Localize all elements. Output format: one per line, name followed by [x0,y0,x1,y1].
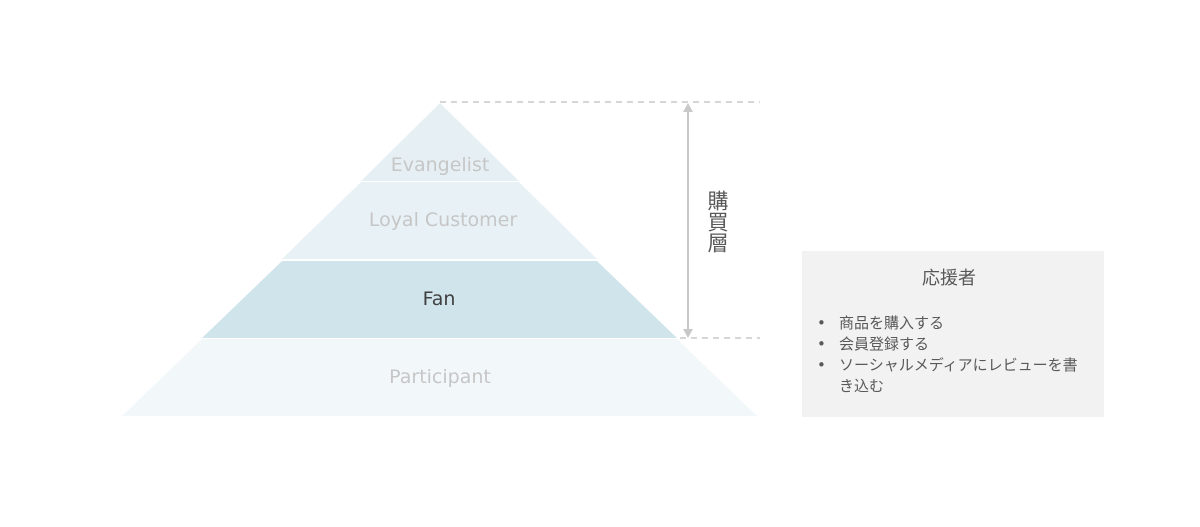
tier-fan [202,261,677,338]
info-box-title: 応援者 [922,268,976,289]
tier-label-fan: Fan [423,288,456,310]
list-item: • 会員登録する [812,334,1086,355]
list-item-text: 商品を購入する [839,314,945,332]
list-item-text: 会員登録する [839,335,930,353]
bracket-arrow-down [683,329,693,338]
list-item-text: ソーシャルメディアにレビューを書き込む [839,356,1078,395]
bracket-arrow-up [683,103,693,112]
tier-evangelist [361,103,519,181]
bracket-label: 購買層 [705,190,729,253]
tier-label-evangelist: Evangelist [391,154,490,176]
tier-label-participant: Participant [389,366,491,388]
bullet-icon: • [817,356,826,374]
bullet-icon: • [817,314,826,332]
tier-participant [122,339,757,416]
info-list: • 商品を購入する • 会員登録する • ソーシャルメディアにレビューを書き込む [812,313,1086,397]
tier-label-loyal-customer: Loyal Customer [369,209,518,231]
info-box: 応援者 • 商品を購入する • 会員登録する • ソーシャルメディアにレビューを… [802,251,1104,417]
list-item: • 商品を購入する [812,313,1086,334]
bullet-icon: • [817,335,826,353]
tier-loyal-customer [282,182,597,259]
list-item: • ソーシャルメディアにレビューを書き込む [812,355,1086,397]
